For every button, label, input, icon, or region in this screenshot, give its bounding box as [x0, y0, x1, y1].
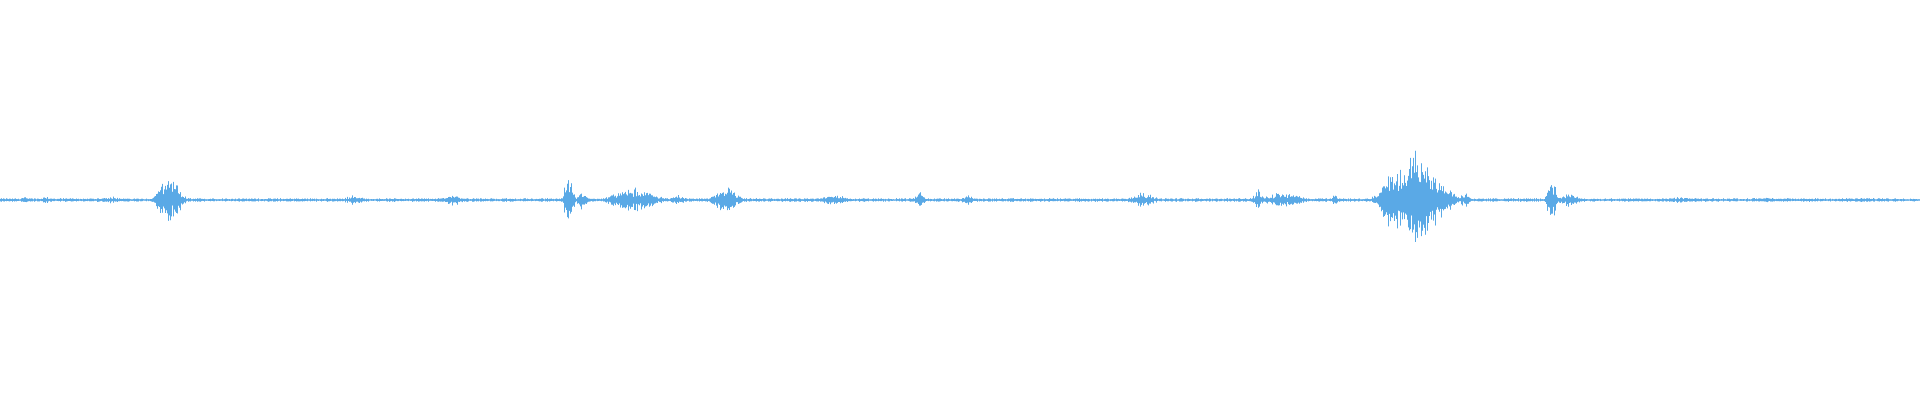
waveform-samples — [0, 150, 1920, 242]
waveform-trace — [0, 150, 1920, 242]
